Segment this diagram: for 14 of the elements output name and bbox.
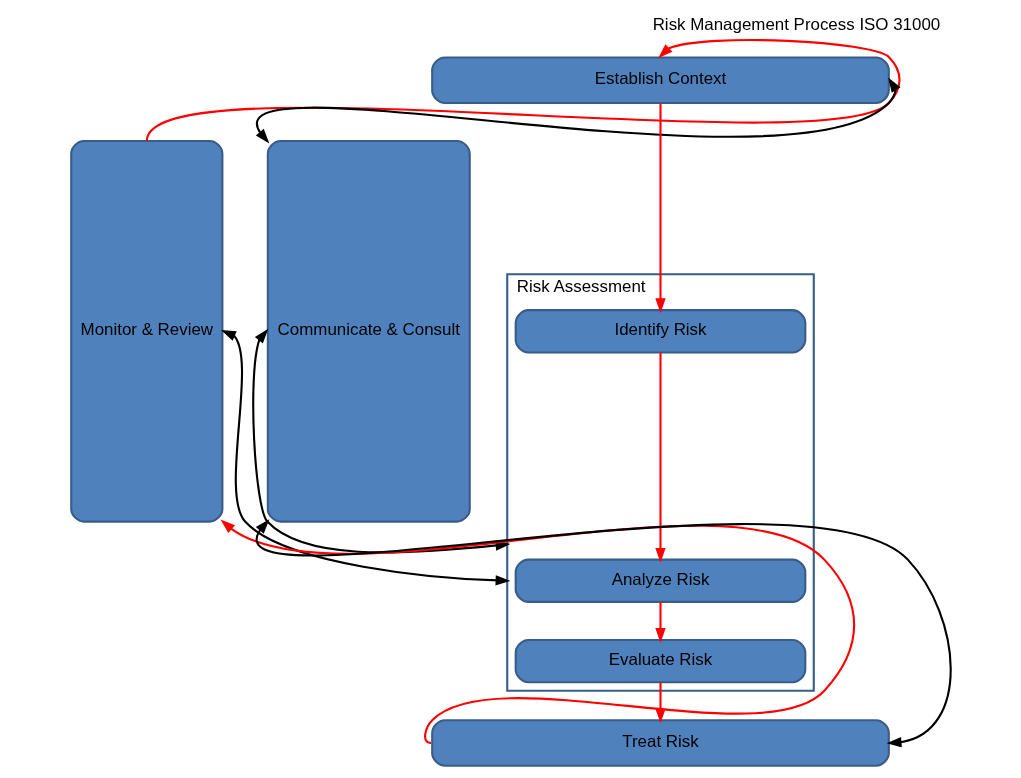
node-box: Analyze Risk (514, 558, 806, 603)
node-box: Monitor & Review (69, 140, 223, 523)
arrow (654, 103, 666, 314)
arrow (255, 519, 951, 748)
arrow (654, 352, 666, 563)
node-box: Establish Context (430, 56, 890, 105)
arrow (220, 519, 855, 744)
node-box: Treat Risk (430, 719, 890, 767)
arrow (654, 601, 666, 643)
node-box: Communicate & Consult (266, 140, 471, 523)
arrow (255, 77, 900, 144)
node-box: Evaluate Risk (514, 638, 806, 684)
diagram-title: Risk Management Process ISO 31000 (652, 15, 940, 35)
node-box: Identify Risk (514, 309, 806, 354)
